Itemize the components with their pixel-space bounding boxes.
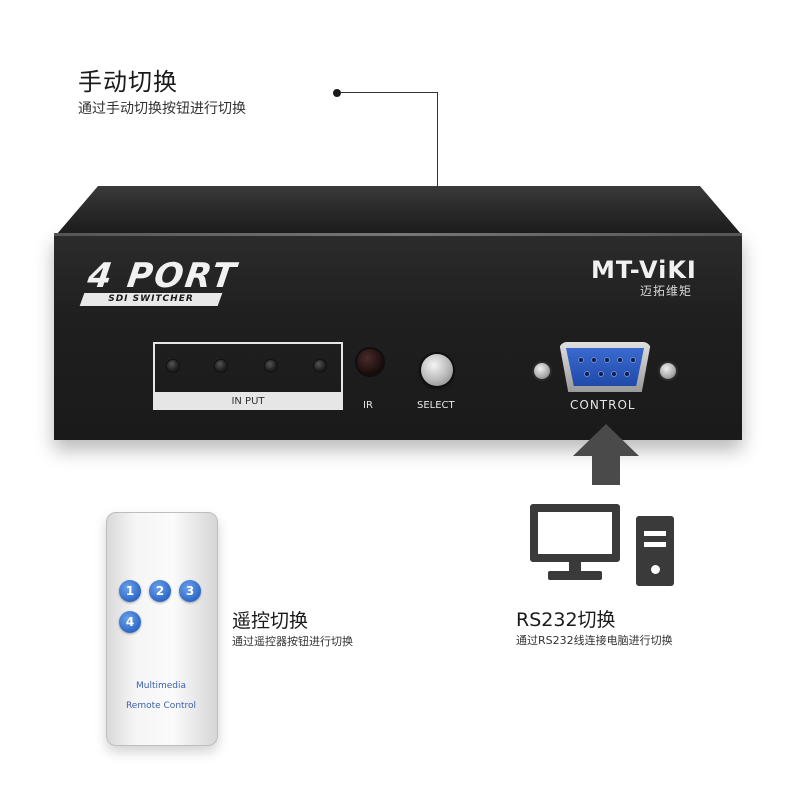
port-count-label: 4 PORT — [85, 256, 240, 296]
callout-dot — [333, 89, 341, 97]
arrow-up-icon — [573, 424, 639, 456]
port-pin — [604, 357, 610, 363]
model-tag-text: SDI SWITCHER — [108, 294, 194, 304]
device-top-panel — [57, 186, 741, 234]
brand-logo: MT-ViKI — [591, 256, 697, 284]
arrow-stem — [592, 455, 620, 485]
callout-line-horizontal — [340, 92, 438, 93]
left-screw-icon — [534, 363, 550, 379]
port-pin — [591, 357, 597, 363]
port-pin — [611, 371, 617, 377]
manual-switch-subtitle: 通过手动切换按钮进行切换 — [78, 101, 246, 117]
input-led-1 — [167, 360, 179, 372]
right-screw-icon — [660, 363, 676, 379]
brand-chinese-name: 迈拓维矩 — [640, 284, 693, 298]
remote-control — [106, 512, 218, 746]
ir-sensor — [357, 349, 383, 375]
manual-switch-title: 手动切换 — [78, 68, 178, 96]
port-pin — [630, 357, 636, 363]
port-pin — [617, 357, 623, 363]
tower-drive-slot — [644, 531, 666, 536]
monitor-neck — [569, 562, 581, 572]
monitor-icon — [530, 504, 620, 562]
remote-key-1[interactable]: 1 — [119, 580, 141, 602]
input-led-2 — [215, 360, 227, 372]
remote-key-4[interactable]: 4 — [119, 611, 141, 633]
rs232-port[interactable] — [566, 348, 644, 386]
tower-drive-slot — [644, 542, 666, 547]
input-led-3 — [265, 360, 277, 372]
port-pin — [584, 371, 590, 377]
port-pin — [598, 371, 604, 377]
remote-text-line2: Remote Control — [125, 701, 197, 711]
remote-switch-subtitle: 通过遥控器按钮进行切换 — [232, 635, 353, 648]
rs232-switch-subtitle: 通过RS232线连接电脑进行切换 — [516, 634, 673, 647]
ir-label: IR — [363, 400, 373, 411]
monitor-base — [548, 571, 602, 580]
tower-power-icon — [651, 565, 660, 574]
control-label: CONTROL — [570, 398, 636, 412]
port-pin — [624, 371, 630, 377]
input-label-strip — [155, 392, 341, 410]
input-label: IN PUT — [231, 396, 265, 407]
remote-text-line1: Multimedia — [135, 681, 187, 691]
port-pin — [578, 357, 584, 363]
select-label: SELECT — [417, 400, 455, 411]
rs232-switch-title: RS232切换 — [516, 609, 616, 631]
computer-tower-icon — [636, 516, 674, 586]
select-button[interactable] — [421, 354, 453, 386]
remote-switch-title: 遥控切换 — [232, 610, 309, 632]
remote-key-2[interactable]: 2 — [149, 580, 171, 602]
model-tag: SDI SWITCHER — [79, 293, 223, 306]
input-led-4 — [314, 360, 326, 372]
remote-key-3[interactable]: 3 — [179, 580, 201, 602]
